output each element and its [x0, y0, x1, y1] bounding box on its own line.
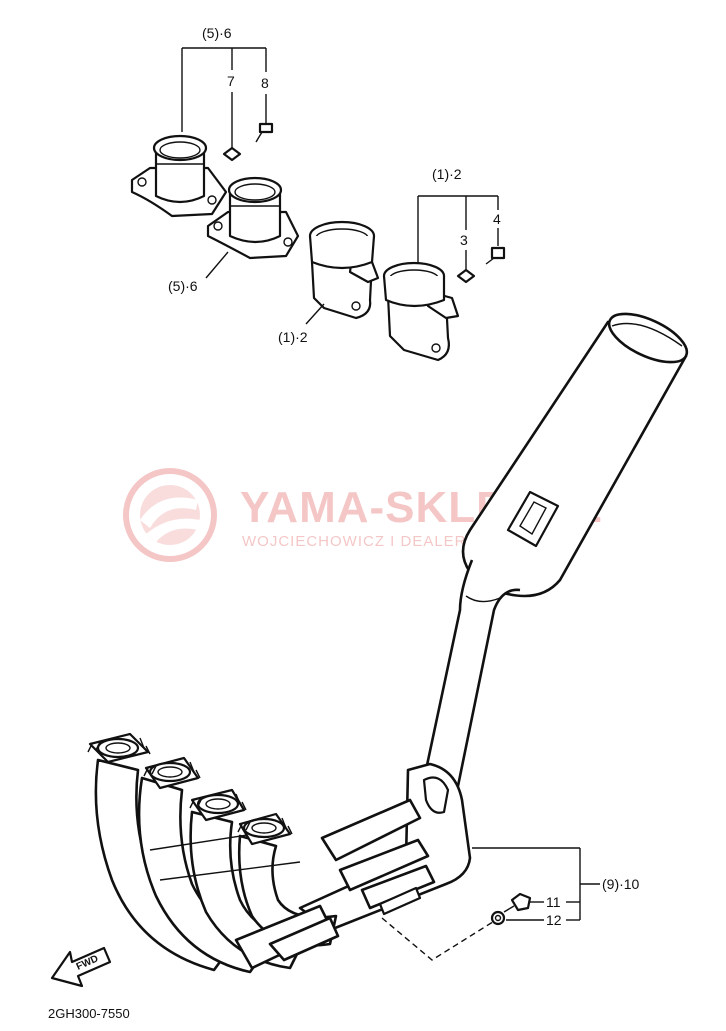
label-part-8: 8 — [261, 75, 269, 91]
label-part-4: 4 — [493, 211, 501, 227]
bolt-11-icon — [503, 892, 532, 913]
leader-left-joint — [205, 251, 229, 279]
nut-12-icon — [490, 910, 506, 926]
flange-4-icon — [237, 812, 293, 846]
watermark-logo-icon — [123, 468, 217, 562]
label-middle-joint: (1)·2 — [278, 329, 308, 345]
clamp-3-icon — [456, 268, 476, 284]
leader-lines-muffler-group — [381, 847, 600, 961]
label-muffler-group: (9)·10 — [602, 876, 640, 892]
drawing-code: 2GH300-7550 — [48, 1006, 130, 1021]
forward-arrow-icon: FWD — [50, 946, 112, 988]
clamp-7-icon — [222, 146, 242, 162]
label-left-joint: (5)·6 — [168, 278, 198, 294]
flange-1-icon — [87, 732, 151, 764]
carburetor-joint-b — [206, 176, 300, 260]
label-part-11: 11 — [546, 894, 561, 910]
leader-middle-joint — [305, 303, 325, 325]
exhaust-flanges — [87, 732, 293, 846]
label-right-group: (1)·2 — [432, 166, 462, 182]
flange-3-icon — [189, 788, 247, 822]
flange-2-icon — [143, 756, 201, 790]
label-part-12: 12 — [546, 912, 562, 928]
leader-lines-right-group — [417, 195, 499, 270]
label-part-7: 7 — [227, 73, 235, 89]
carburetor-joint-a — [130, 134, 228, 218]
muffler — [424, 312, 689, 788]
label-top-left-group: (5)·6 — [202, 25, 232, 41]
exhaust-header-pipes — [94, 758, 340, 974]
screw-4-icon — [485, 246, 506, 265]
screw-8-icon — [255, 122, 274, 143]
leader-lines-top-left — [181, 47, 267, 148]
carburetor-joint-d — [382, 261, 460, 362]
exhaust-collector — [298, 762, 472, 932]
carburetor-joint-c — [308, 220, 380, 320]
label-part-3: 3 — [460, 232, 468, 248]
